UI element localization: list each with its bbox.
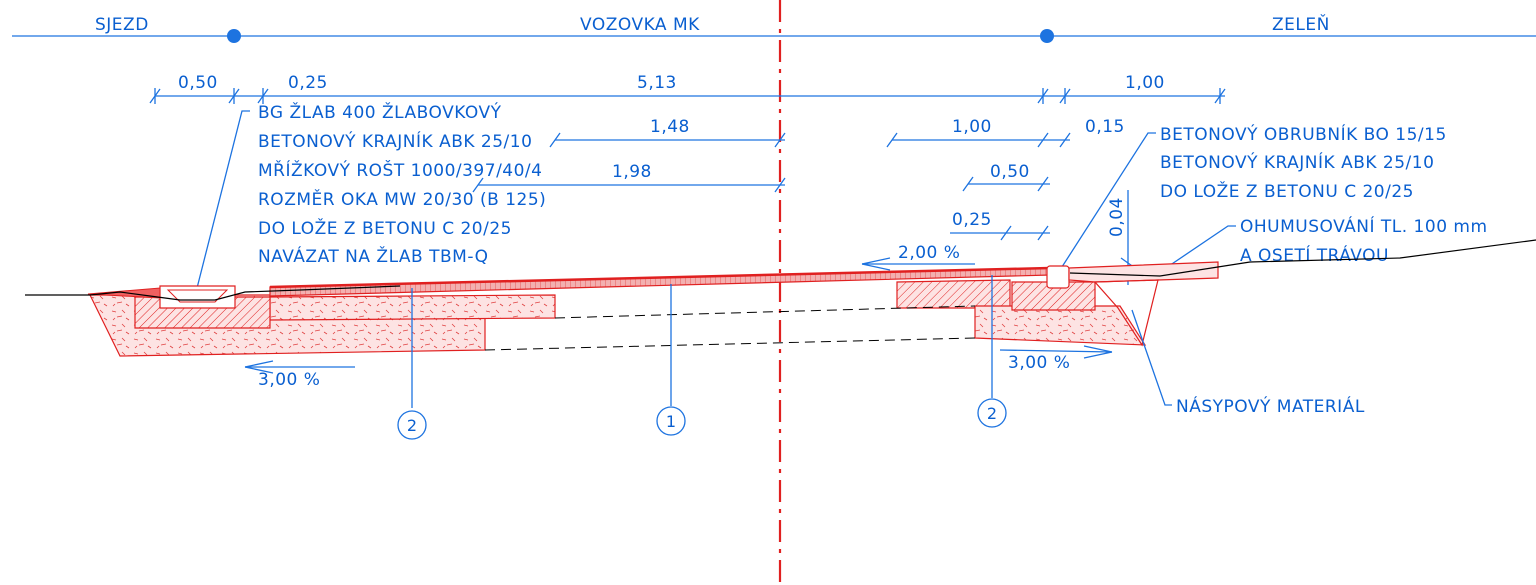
- right-base: [896, 279, 1011, 309]
- right-note-leader: [1059, 132, 1156, 271]
- svg-text:2: 2: [987, 404, 997, 423]
- grass-note-line1: OHUMUSOVÁNÍ TL. 100 mm: [1240, 215, 1488, 237]
- left-notes: BG ŽLAB 400 ŽLABOVKOVÝ BETONOVÝ KRAJNÍK …: [258, 101, 546, 267]
- slope-right-label: 3,00 %: [1008, 353, 1070, 373]
- header-right-label: ZELEŇ: [1272, 13, 1330, 35]
- header-node-right: [1040, 29, 1054, 43]
- svg-text:1: 1: [666, 412, 676, 431]
- svg-text:DO LOŽE Z BETONU C 20/25: DO LOŽE Z BETONU C 20/25: [258, 217, 512, 239]
- marker-center: 1: [656, 284, 686, 436]
- dim-025-top: 0,25: [288, 73, 328, 93]
- left-gutter: [159, 285, 236, 309]
- dim-100-top: 1,00: [1125, 73, 1165, 93]
- right-subbase: [974, 305, 1147, 346]
- svg-text:BETONOVÝ KRAJNÍK ABK 25/10: BETONOVÝ KRAJNÍK ABK 25/10: [258, 130, 532, 152]
- header-node-left: [227, 29, 241, 43]
- left-gutter-channel: [166, 289, 229, 303]
- svg-text:NAVÁZAT NA ŽLAB TBM-Q: NAVÁZAT NA ŽLAB TBM-Q: [258, 245, 488, 267]
- terrain-line: [25, 239, 1536, 301]
- slope-road-label: 2,00 %: [898, 243, 960, 263]
- topsoil: [1068, 261, 1219, 283]
- slope-right-arrow: [999, 345, 1113, 359]
- fill-note-leader: [1131, 309, 1172, 406]
- dim-015: 0,15: [1085, 117, 1125, 137]
- svg-text:BETONOVÝ KRAJNÍK ABK 25/10: BETONOVÝ KRAJNÍK ABK 25/10: [1160, 151, 1434, 173]
- slope-left-arrow: [244, 360, 355, 374]
- header-left-label: SJEZD: [95, 15, 149, 35]
- svg-text:2: 2: [407, 416, 417, 435]
- slope-road-arrow: [861, 257, 975, 271]
- dimension-lines-mid: [472, 132, 1071, 241]
- dashed-line-upper: [554, 305, 976, 319]
- svg-text:MŘÍŽKOVÝ ROŠT 1000/397/40/4: MŘÍŽKOVÝ ROŠT 1000/397/40/4: [258, 159, 542, 181]
- svg-text:ROZMĚR OKA MW 20/30 (B 125): ROZMĚR OKA MW 20/30 (B 125): [258, 188, 546, 210]
- dimension-line-top: [149, 88, 1226, 104]
- dim-004: 0,04: [1107, 197, 1127, 237]
- dim-513: 5,13: [637, 73, 677, 93]
- grass-note-leader: [1159, 225, 1236, 273]
- dim-100-mid: 1,00: [952, 117, 992, 137]
- slope-left-label: 3,00 %: [258, 370, 320, 390]
- right-notes: BETONOVÝ OBRUBNÍK BO 15/15 BETONOVÝ KRAJ…: [1160, 123, 1447, 202]
- dim-148: 1,48: [650, 117, 690, 137]
- grass-note-line2: A OSETÍ TRÁVOU: [1240, 244, 1389, 266]
- svg-text:BETONOVÝ OBRUBNÍK BO 15/15: BETONOVÝ OBRUBNÍK BO 15/15: [1160, 123, 1447, 145]
- road-surface: [269, 266, 1051, 289]
- dashed-line-lower: [484, 337, 976, 351]
- dim-050-mid: 0,50: [990, 162, 1030, 182]
- marker-right: 2: [977, 275, 1007, 428]
- left-note-leader: [195, 110, 250, 293]
- dim-050-top: 0,50: [178, 73, 218, 93]
- dim-025-mid: 0,25: [952, 210, 992, 230]
- header-center-label: VOZOVKA MK: [580, 15, 700, 35]
- svg-text:BG ŽLAB 400 ŽLABOVKOVÝ: BG ŽLAB 400 ŽLABOVKOVÝ: [258, 101, 502, 123]
- embankment: [1093, 279, 1159, 347]
- curb: [1046, 265, 1070, 289]
- fill-note: NÁSYPOVÝ MATERIÁL: [1176, 395, 1365, 417]
- marker-left: 2: [397, 288, 427, 440]
- dim-198: 1,98: [612, 162, 652, 182]
- svg-text:DO LOŽE Z BETONU C 20/25: DO LOŽE Z BETONU C 20/25: [1160, 180, 1414, 202]
